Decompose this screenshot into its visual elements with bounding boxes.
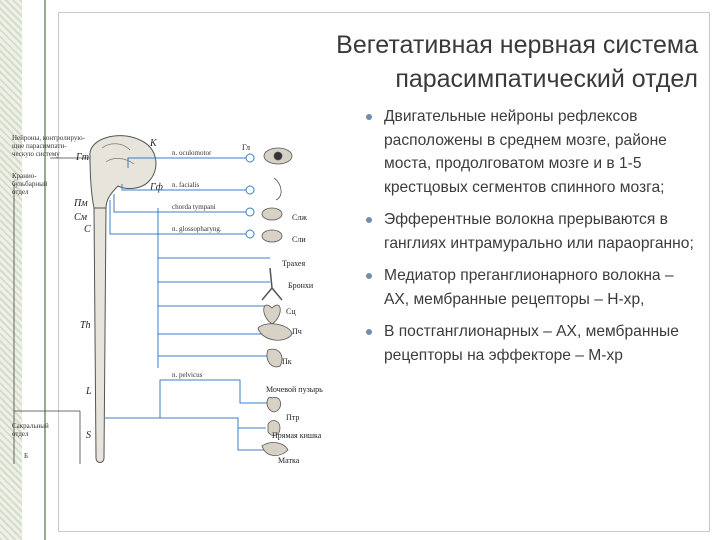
segment-Gt: Гт [75, 152, 89, 163]
spinal-cord [93, 207, 107, 463]
bullet-list: Двигательные нейроны рефлексов расположе… [362, 105, 702, 376]
organ-heart-label: Сц [286, 307, 296, 316]
segment-Sm: См [74, 212, 88, 223]
title-line-2: парасимпатический отдел [395, 65, 698, 93]
organ-trachea-label: Трахея [282, 259, 305, 268]
organ-liver-label: Пч [292, 327, 302, 336]
midbrain-label: Нейроны, контролирую- [12, 134, 86, 142]
parasympathetic-diagram: Нейроны, контролирую- щие парасимпати- ч… [12, 134, 323, 465]
nerve-pelvicus: n. pelvicus [172, 371, 203, 379]
midbrain-label-2: щие парасимпати- [12, 142, 67, 150]
organ-rectum-label: Прямая кишка [272, 431, 322, 440]
bullet-item: В постганглионарных – АХ, мембранные рец… [362, 320, 702, 367]
segment-S: S [86, 430, 91, 441]
uterus-organ [261, 442, 289, 456]
slide-frame [58, 12, 710, 532]
segment-Gf: Гф [149, 182, 163, 193]
organ-parotid-label: Сли [292, 235, 306, 244]
liver-organ [257, 323, 293, 341]
segment-C: C [84, 224, 91, 235]
lungs-organ [261, 267, 283, 301]
midbrain-label-3: ческую систему [12, 150, 60, 158]
nerve-chorda: chorda tympani [172, 203, 216, 211]
title-line-1: Вегетативная нервная система [336, 31, 698, 59]
segment-Pm: Пм [73, 198, 88, 209]
slide-title: Вегетативная нервная система парасимпати… [238, 28, 698, 96]
organ-bladder-label: Мочевой пузырь [266, 385, 323, 394]
bulbar-label-3: отдел [12, 188, 29, 196]
rectum-organ [267, 420, 281, 436]
heart-organ [263, 304, 281, 325]
nerve-facialis: n. facialis [172, 181, 199, 189]
border-line [44, 0, 46, 540]
organ-bronchi-label: Бронхи [288, 281, 314, 290]
segment-L: L [85, 386, 92, 397]
segment-Th: Th [80, 320, 91, 331]
organ-stomach-label: Пк [282, 357, 292, 366]
brain-shape [89, 135, 157, 209]
bullet-item: Двигательные нейроны рефлексов расположе… [362, 105, 702, 199]
nose-organ [273, 177, 282, 201]
nerve-glossopharyngeus: n. glossopharyng. [172, 225, 222, 233]
nerve-oculomotor: n. oculomotor [172, 149, 212, 157]
bulbar-label-2: бульбарный [12, 180, 48, 188]
submandibular-organ [261, 207, 283, 221]
bullet-item: Эфферентные волокна прерываются в гангли… [362, 208, 702, 255]
bladder-organ [266, 396, 281, 413]
sacral-label-2: отдел [12, 430, 29, 438]
decorative-border [0, 0, 22, 540]
bullet-item: Медиатор преганглионарного волокна – АХ,… [362, 264, 702, 311]
parotid-organ [261, 229, 283, 243]
organ-submand-label: Слж [292, 213, 307, 222]
stomach-organ [266, 348, 283, 368]
sacral-label: Сакральный [12, 422, 49, 430]
organ-eye-label: Гл [242, 143, 250, 152]
segment-K: К [149, 138, 158, 149]
figure-letter: Б [24, 452, 28, 460]
organ-uterus-label: Матка [278, 456, 300, 465]
organ-rectum-short-label: Птр [286, 413, 299, 422]
bulbar-label: Кранио- [12, 172, 37, 180]
